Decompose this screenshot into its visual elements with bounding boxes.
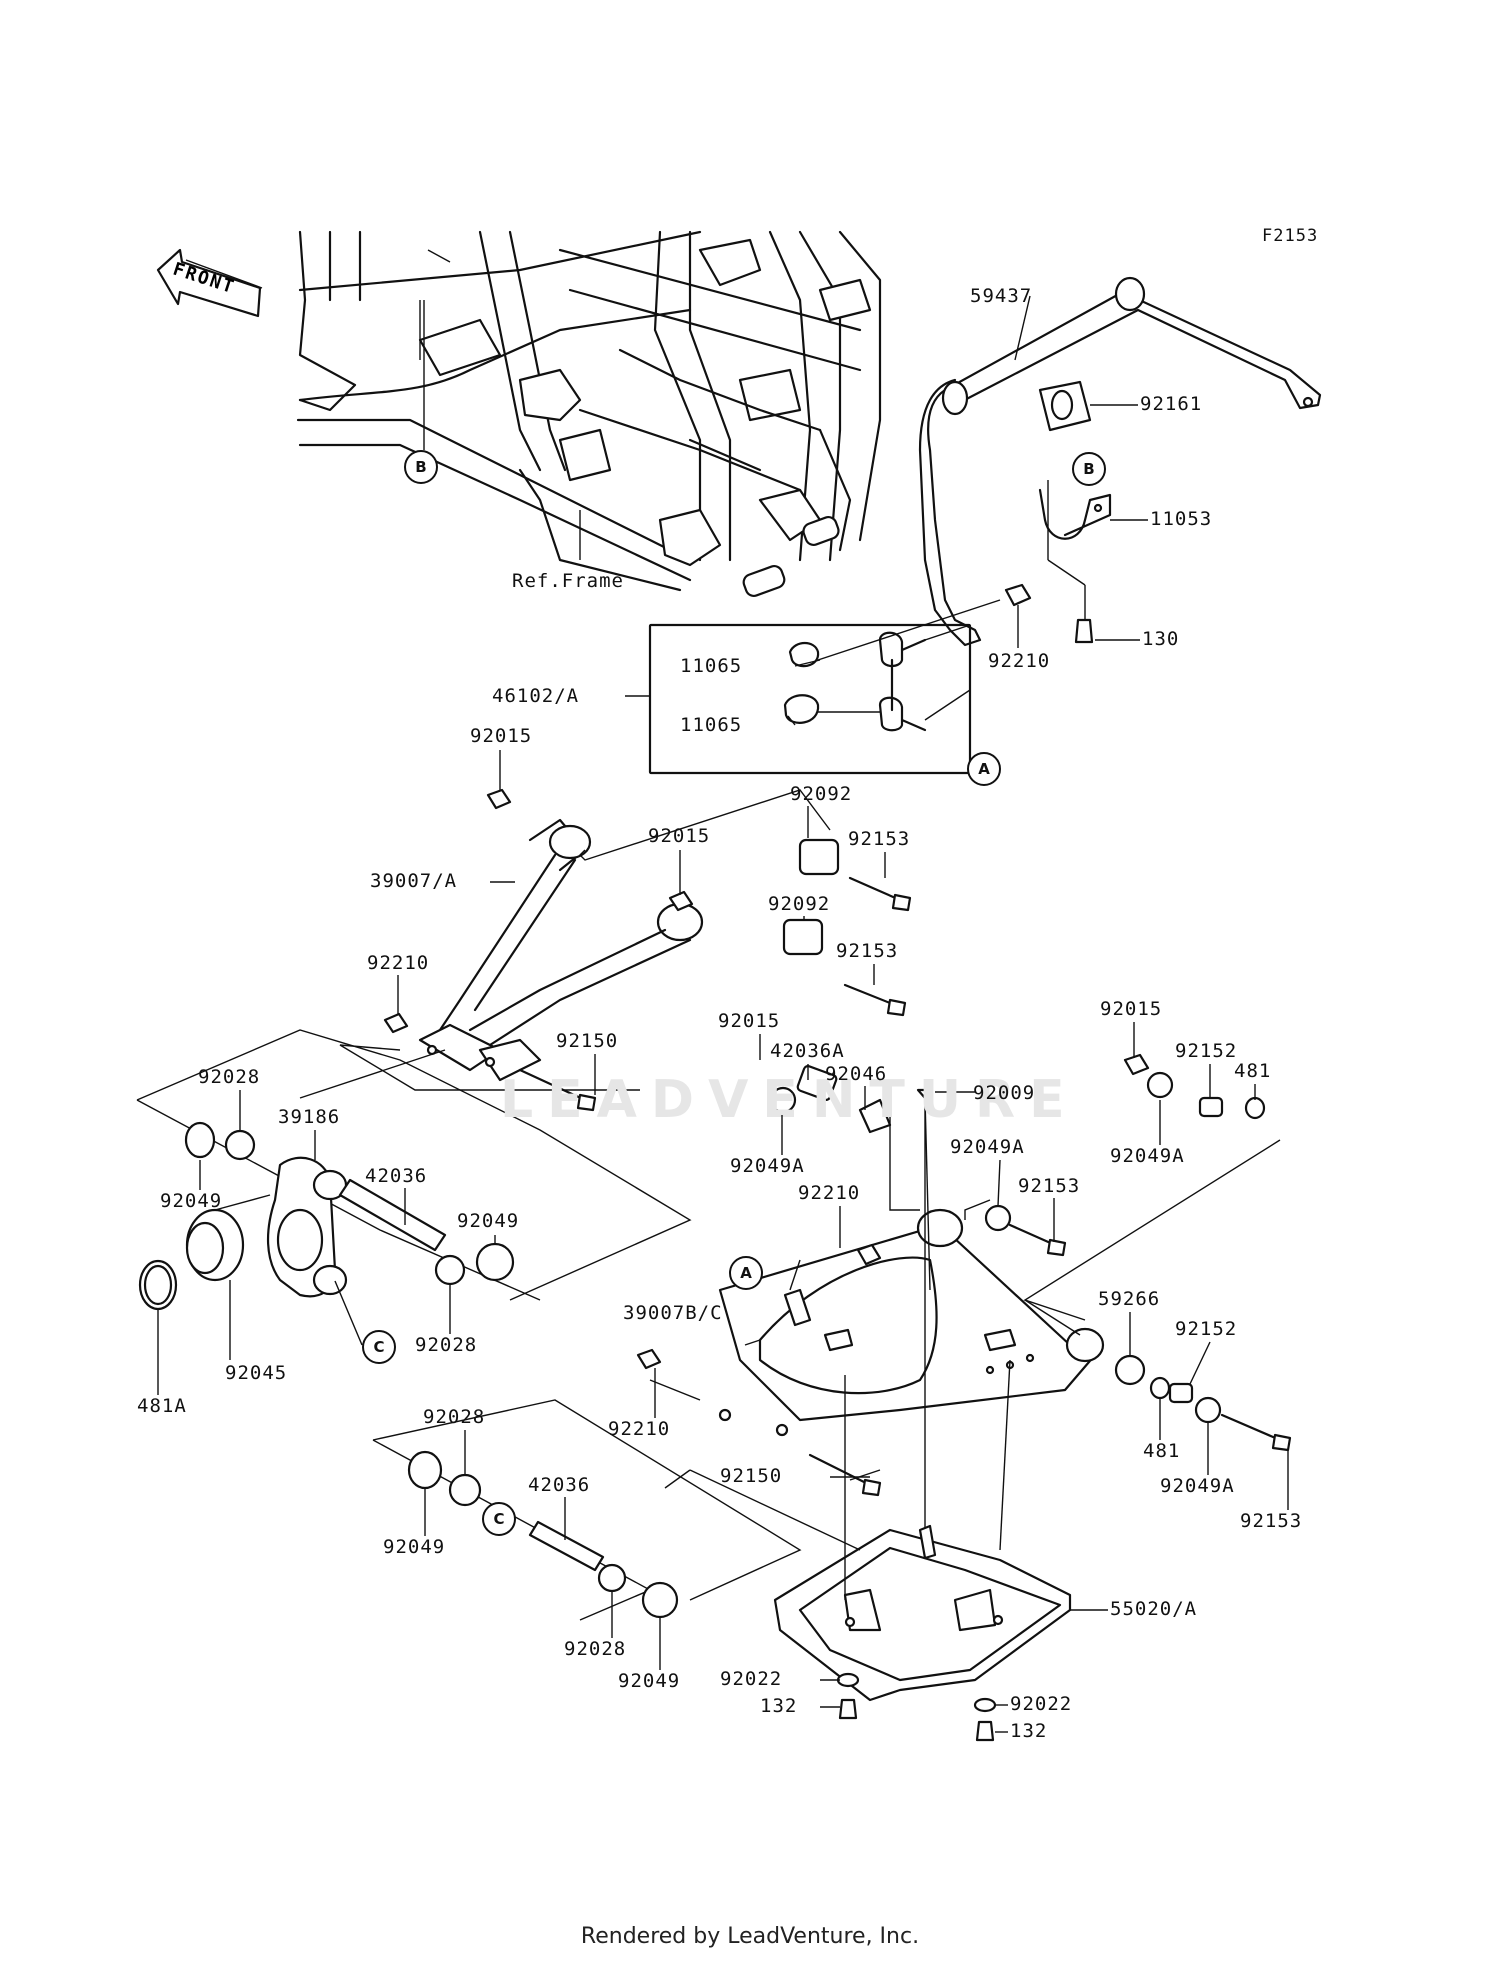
part-42036[interactable]: 42036 xyxy=(528,1474,591,1496)
front-arrow xyxy=(156,248,262,318)
part-39007-a[interactable]: 39007/A xyxy=(370,870,458,892)
part-92046[interactable]: 92046 xyxy=(825,1063,888,1085)
part-92153[interactable]: 92153 xyxy=(836,940,899,962)
frame-drawing xyxy=(296,230,882,598)
part-39186[interactable]: 39186 xyxy=(278,1106,341,1128)
part-130[interactable]: 130 xyxy=(1142,628,1180,650)
part-92092[interactable]: 92092 xyxy=(768,893,831,915)
front-arrow-label: FRONT xyxy=(140,256,260,302)
part-11065[interactable]: 11065 xyxy=(680,655,743,677)
part-59266[interactable]: 59266 xyxy=(1098,1288,1161,1310)
footer-credit: Rendered by LeadVenture, Inc. xyxy=(580,1924,920,1949)
part-92049a[interactable]: 92049A xyxy=(950,1136,1025,1158)
part-92049a[interactable]: 92049A xyxy=(1110,1145,1185,1167)
upper-arm-drawing xyxy=(299,788,912,1112)
ref-frame-label: Ref.Frame xyxy=(512,570,624,592)
part-92210[interactable]: 92210 xyxy=(988,650,1051,672)
marker-c[interactable]: C xyxy=(482,1502,516,1536)
part-92022[interactable]: 92022 xyxy=(1010,1693,1073,1715)
part-92015[interactable]: 92015 xyxy=(718,1010,781,1032)
part-132[interactable]: 132 xyxy=(1010,1720,1048,1742)
front-text: FRONT xyxy=(170,258,238,299)
part-55020-a[interactable]: 55020/A xyxy=(1110,1598,1198,1620)
part-92045[interactable]: 92045 xyxy=(225,1362,288,1384)
part-92153[interactable]: 92153 xyxy=(1018,1175,1081,1197)
knuckle-drawing xyxy=(136,1029,692,1311)
marker-a[interactable]: A xyxy=(729,1256,763,1290)
part-92152[interactable]: 92152 xyxy=(1175,1040,1238,1062)
part-92092[interactable]: 92092 xyxy=(790,783,853,805)
stabilizer-bar-drawing xyxy=(918,276,1322,647)
part-92028[interactable]: 92028 xyxy=(415,1334,478,1356)
part-92049[interactable]: 92049 xyxy=(457,1210,520,1232)
part-92009[interactable]: 92009 xyxy=(973,1082,1036,1104)
marker-b[interactable]: B xyxy=(404,450,438,484)
part-92153[interactable]: 92153 xyxy=(1240,1510,1303,1532)
part-42036a[interactable]: 42036A xyxy=(770,1040,845,1062)
part-92210[interactable]: 92210 xyxy=(798,1182,861,1204)
part-92049a[interactable]: 92049A xyxy=(1160,1475,1235,1497)
part-92028[interactable]: 92028 xyxy=(423,1406,486,1428)
part-39007b-c[interactable]: 39007B/C xyxy=(623,1302,723,1324)
skid-plate-drawing xyxy=(773,1524,1072,1742)
part-481[interactable]: 481 xyxy=(1143,1440,1181,1462)
marker-b[interactable]: B xyxy=(1072,452,1106,486)
part-92161[interactable]: 92161 xyxy=(1140,393,1203,415)
marker-a[interactable]: A xyxy=(967,752,1001,786)
part-92153[interactable]: 92153 xyxy=(848,828,911,850)
marker-c[interactable]: C xyxy=(362,1330,396,1364)
part-92210[interactable]: 92210 xyxy=(608,1418,671,1440)
part-59437[interactable]: 59437 xyxy=(970,285,1033,307)
part-92150[interactable]: 92150 xyxy=(720,1465,783,1487)
part-92022[interactable]: 92022 xyxy=(720,1668,783,1690)
part-481[interactable]: 481 xyxy=(1234,1060,1272,1082)
lower-arm-drawing xyxy=(636,1053,1292,1600)
part-481a[interactable]: 481A xyxy=(137,1395,187,1417)
part-132[interactable]: 132 xyxy=(760,1695,798,1717)
part-42036[interactable]: 42036 xyxy=(365,1165,428,1187)
part-92049[interactable]: 92049 xyxy=(160,1190,223,1212)
part-92150[interactable]: 92150 xyxy=(556,1030,619,1052)
part-92049[interactable]: 92049 xyxy=(618,1670,681,1692)
part-92210[interactable]: 92210 xyxy=(367,952,430,974)
part-92015[interactable]: 92015 xyxy=(648,825,711,847)
part-92152[interactable]: 92152 xyxy=(1175,1318,1238,1340)
part-92015[interactable]: 92015 xyxy=(470,725,533,747)
part-11053[interactable]: 11053 xyxy=(1150,508,1213,530)
part-11065[interactable]: 11065 xyxy=(680,714,743,736)
part-46102-a[interactable]: 46102/A xyxy=(492,685,580,707)
part-92028[interactable]: 92028 xyxy=(564,1638,627,1660)
diagram-code: F2153 xyxy=(1262,226,1319,246)
part-92028[interactable]: 92028 xyxy=(198,1066,261,1088)
part-92049a[interactable]: 92049A xyxy=(730,1155,805,1177)
stabilizer-link-drawing xyxy=(648,599,1001,775)
part-92015[interactable]: 92015 xyxy=(1100,998,1163,1020)
part-92049[interactable]: 92049 xyxy=(383,1536,446,1558)
